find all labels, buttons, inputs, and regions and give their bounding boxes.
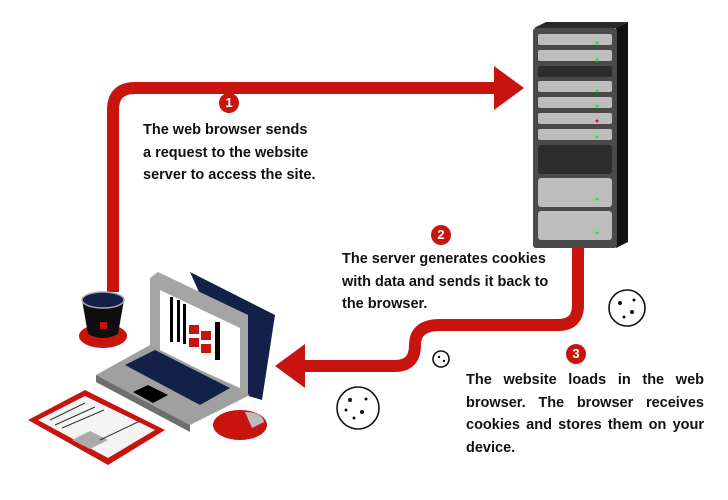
step-1-text: The web browser sends a request to the w… bbox=[143, 119, 316, 187]
step-2-line: the browser. bbox=[342, 296, 428, 312]
cookie-chips bbox=[344, 298, 636, 420]
step-2-text: The server generates cookies with data a… bbox=[342, 248, 548, 316]
step-3-line: browser. The browser receives bbox=[466, 394, 704, 411]
step-2-line: with data and sends it back to bbox=[342, 273, 549, 290]
response-arrow bbox=[300, 245, 584, 372]
step-2-line: The server generates cookies bbox=[342, 251, 546, 267]
step-3-line: The website loads in the web bbox=[466, 372, 704, 388]
request-arrow bbox=[107, 82, 498, 292]
step-1-badge: 1 bbox=[219, 93, 239, 113]
request-arrowhead bbox=[494, 66, 524, 110]
step-3-text: The website loads in the web browser. Th… bbox=[466, 369, 704, 459]
server-rack-icon bbox=[533, 22, 628, 248]
tablet-icon bbox=[28, 390, 165, 465]
step-3-line: cookies and stores them on your bbox=[466, 417, 704, 433]
step-2-badge: 2 bbox=[431, 225, 451, 245]
step-3-line: device. bbox=[466, 439, 516, 456]
cookie-icon bbox=[336, 289, 646, 430]
step-1-line: a request to the website bbox=[143, 144, 309, 161]
step-3-badge: 3 bbox=[566, 344, 586, 364]
laptop-icon bbox=[96, 272, 275, 432]
mouse-icon bbox=[213, 410, 267, 440]
response-arrowhead bbox=[275, 344, 305, 388]
step-1-line: The web browser sends bbox=[143, 122, 308, 138]
step-1-line: server to access the site. bbox=[143, 167, 316, 183]
coffee-cup-icon bbox=[79, 291, 127, 348]
